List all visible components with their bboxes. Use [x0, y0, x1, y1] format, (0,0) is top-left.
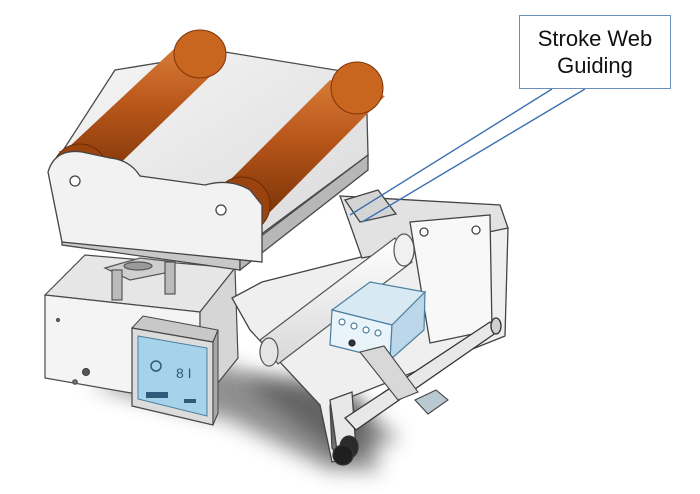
front-end-plate — [47, 150, 263, 263]
callout-leader — [349, 88, 586, 223]
svg-text:8 I: 8 I — [176, 365, 192, 381]
callout-label: Stroke Web Guiding — [519, 15, 671, 89]
swing-arm — [359, 345, 449, 415]
rollers — [52, 29, 385, 234]
control-panel: 8 I — [131, 315, 219, 426]
cross-bar — [332, 317, 502, 466]
callout-line-2: Guiding — [557, 53, 633, 78]
web-drum — [259, 233, 415, 367]
guide-rod-assembly — [103, 257, 176, 301]
callout-line-1: Stroke Web — [537, 26, 653, 51]
